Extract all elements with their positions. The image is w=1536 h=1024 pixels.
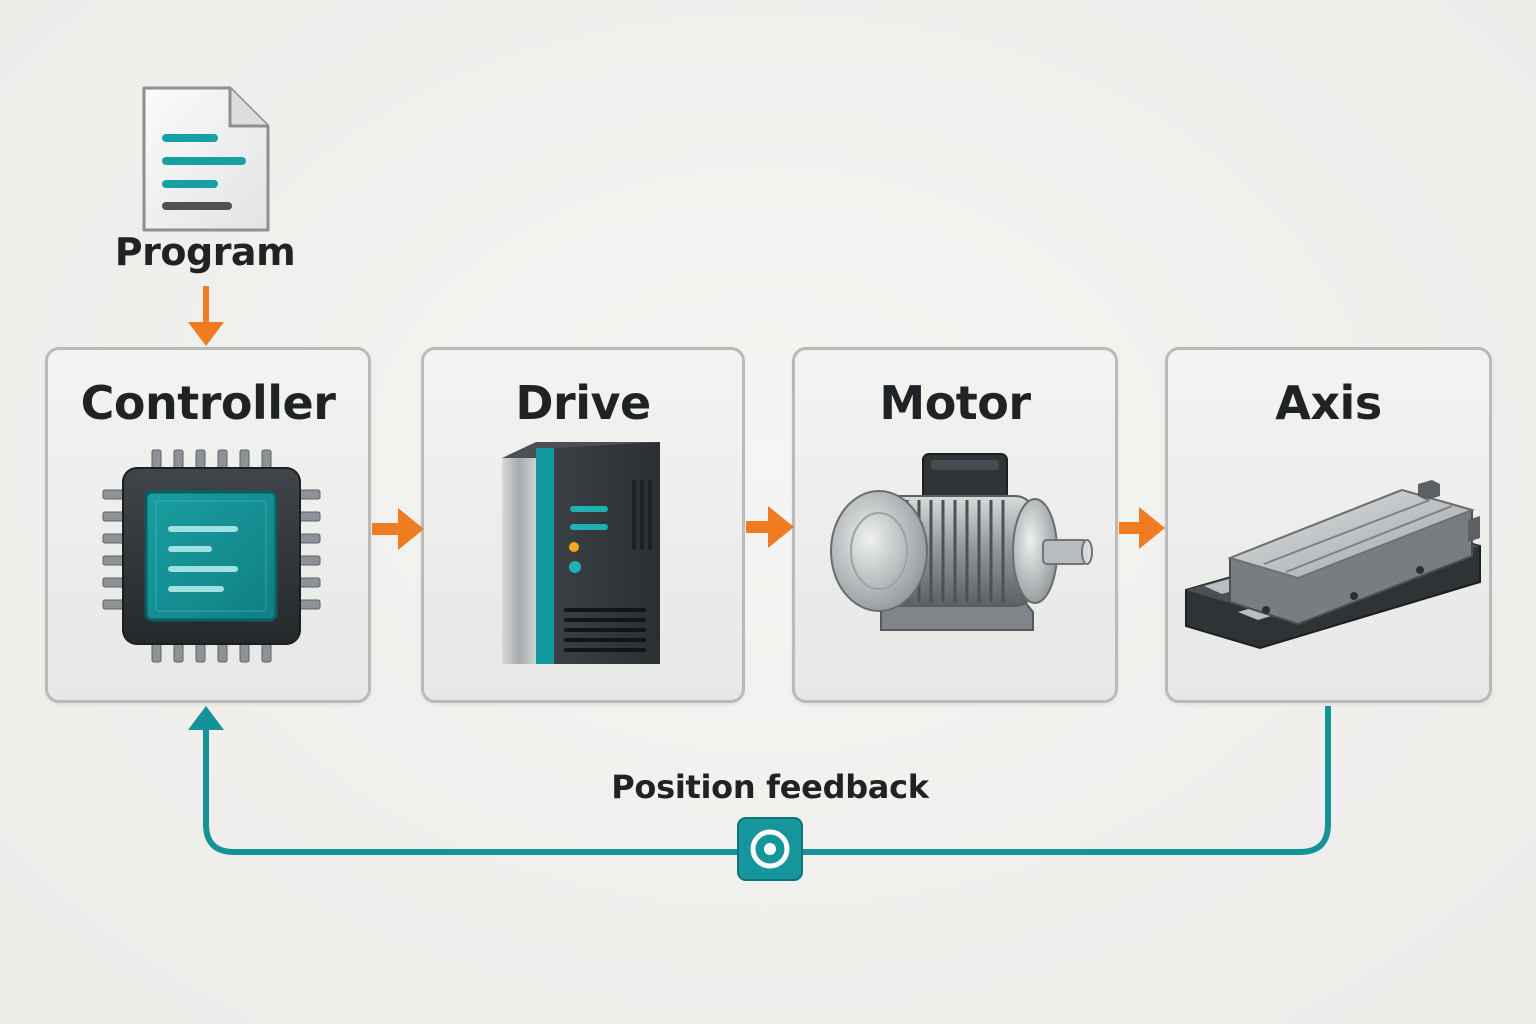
- drive-title: Drive: [515, 376, 651, 430]
- chip-icon: [102, 449, 321, 663]
- arrow-motor-to-axis: [1119, 507, 1165, 549]
- axis-title: Axis: [1275, 376, 1382, 430]
- feedback-label: Position feedback: [611, 768, 929, 806]
- drive-unit-icon: [502, 442, 660, 664]
- document-icon: [142, 86, 270, 232]
- controller-title: Controller: [80, 376, 336, 430]
- program-label: Program: [114, 230, 296, 274]
- motor-title: Motor: [879, 376, 1031, 430]
- linear-axis-icon: [1185, 480, 1481, 650]
- drive-block: Drive: [421, 347, 745, 703]
- arrow-drive-to-motor: [746, 506, 794, 548]
- controller-block: Controller: [45, 347, 371, 703]
- sensor-icon: [737, 817, 803, 881]
- motor-block: Motor: [792, 347, 1118, 703]
- motor-icon: [830, 453, 1093, 631]
- arrow-program-to-controller: [188, 286, 224, 346]
- axis-block: Axis: [1165, 347, 1492, 703]
- arrow-controller-to-drive: [372, 508, 424, 550]
